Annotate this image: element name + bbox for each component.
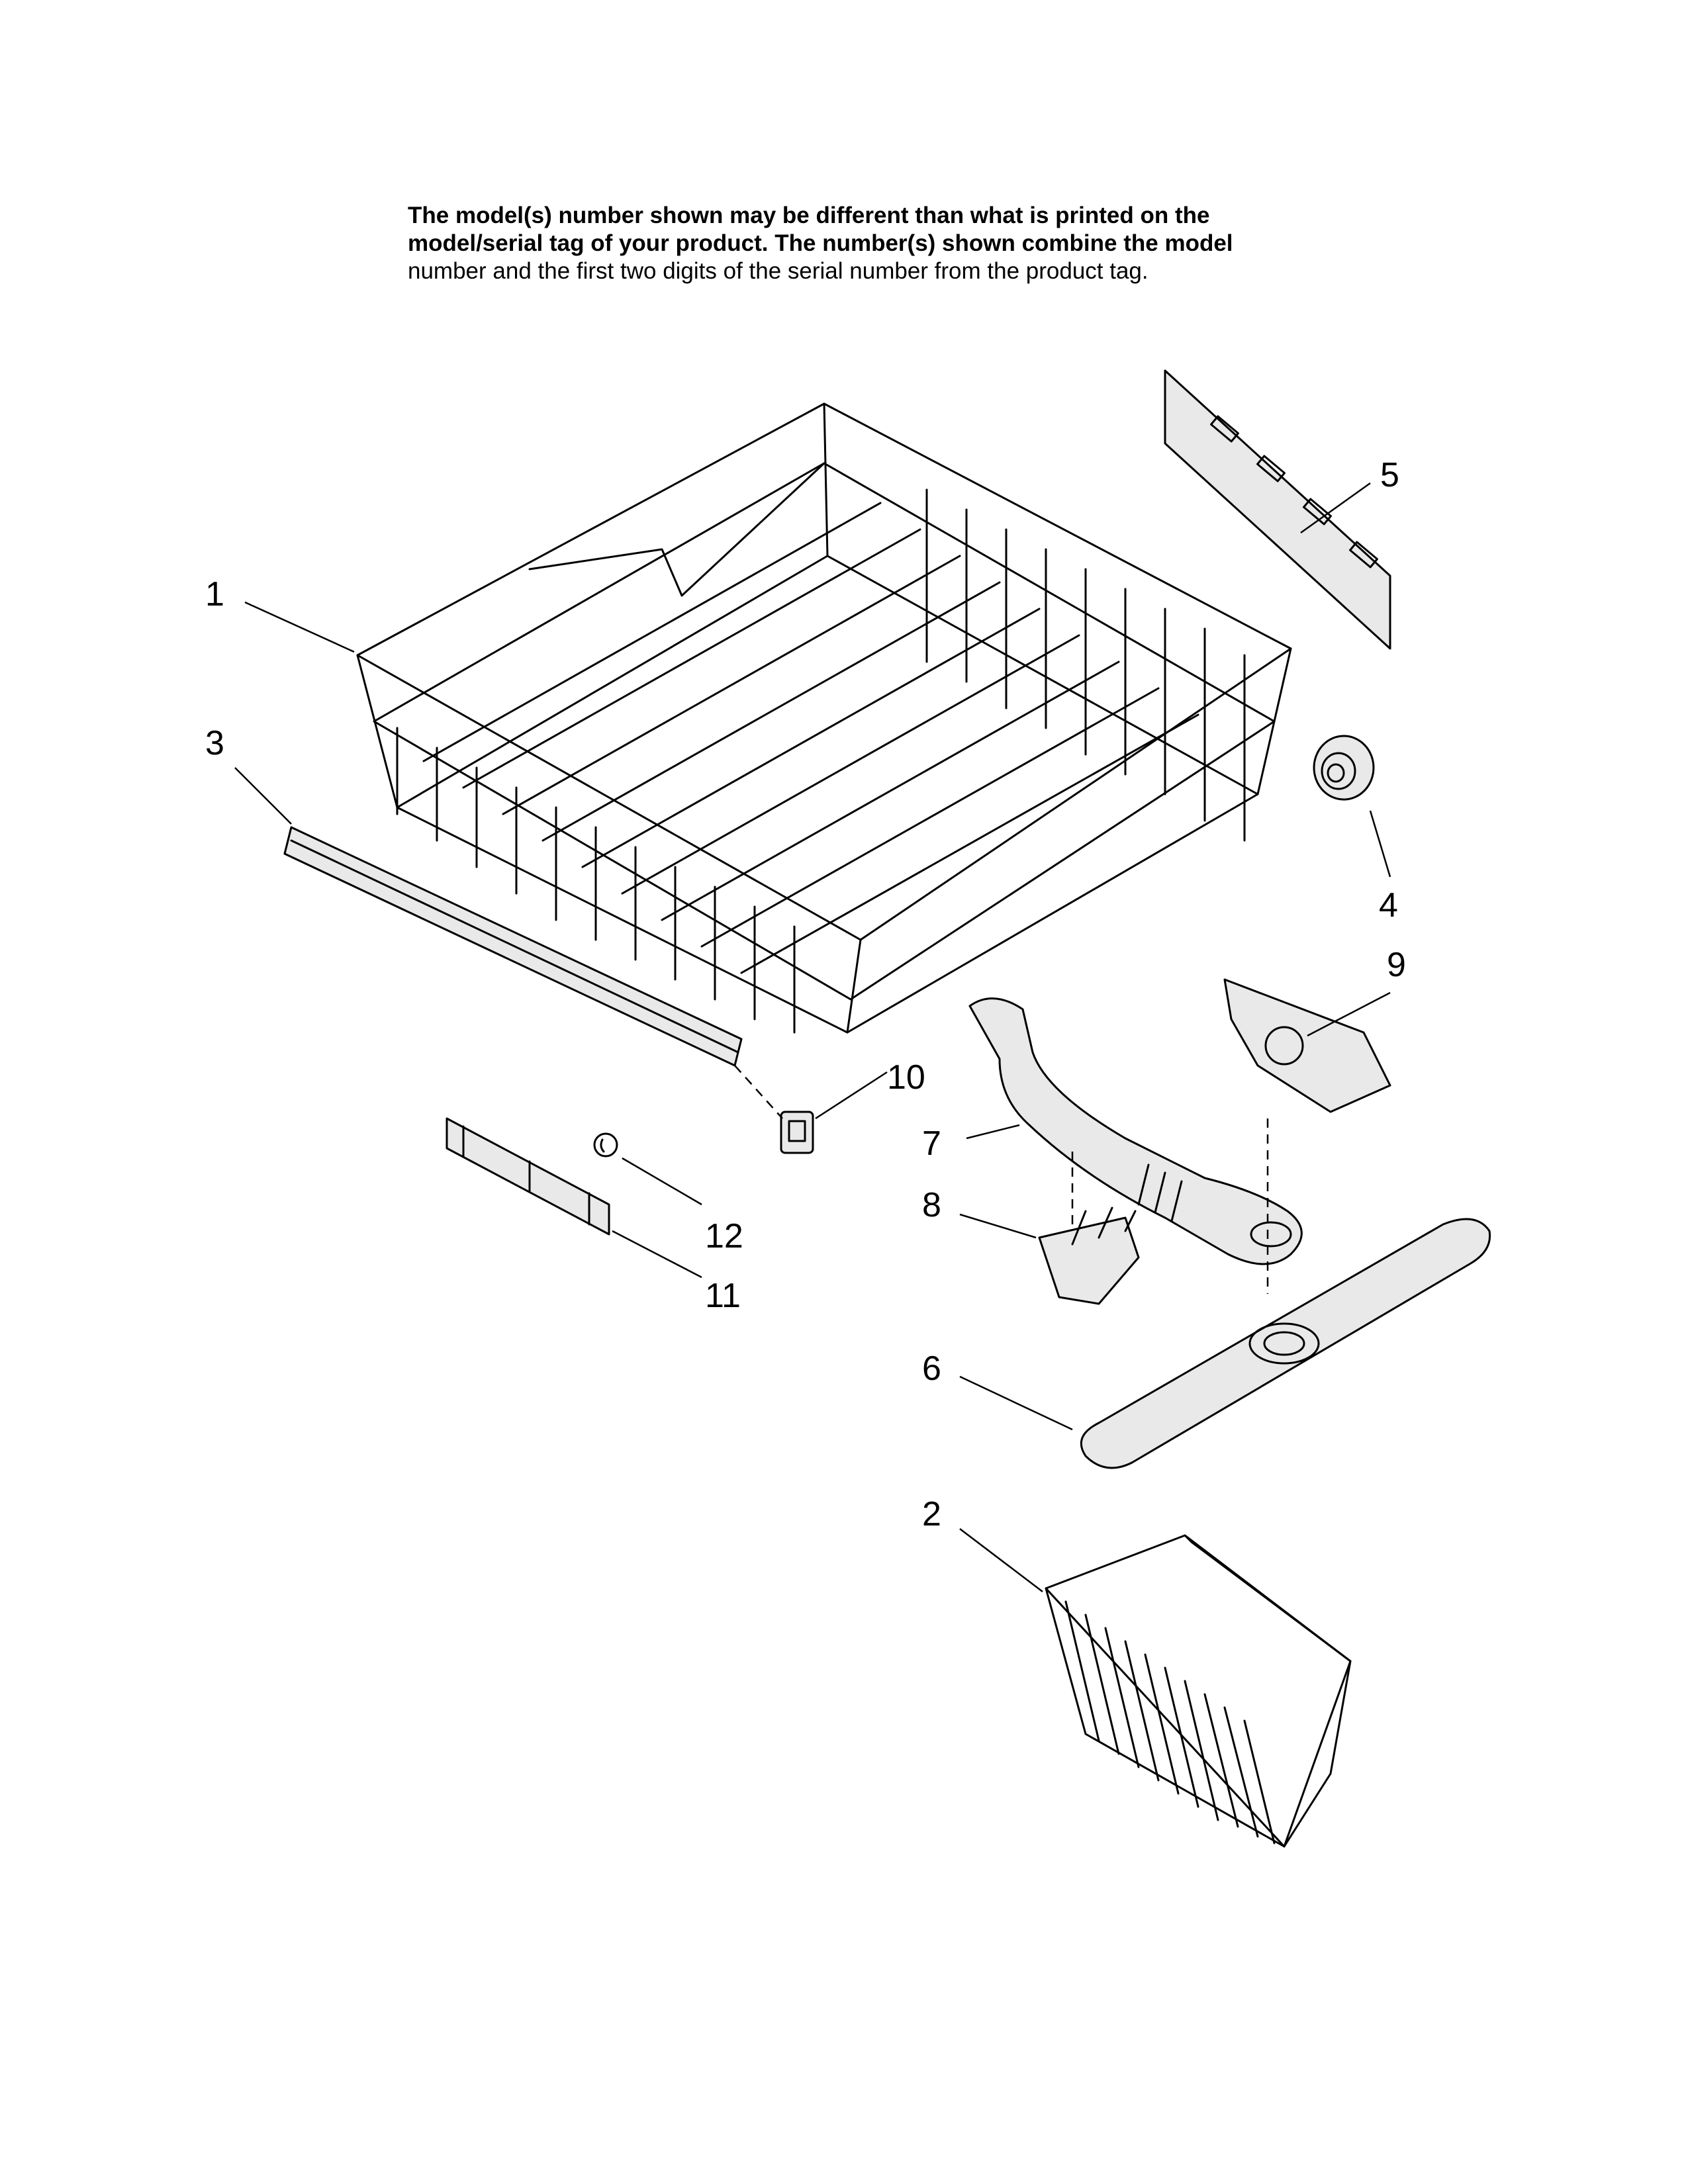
callout-5: 5 <box>1380 456 1399 494</box>
manifold-bracket-part <box>1223 978 1391 1294</box>
callout-10: 10 <box>887 1058 925 1097</box>
cap-part <box>593 1132 618 1158</box>
callout-7: 7 <box>922 1124 941 1163</box>
spray-arm-part <box>1080 1218 1491 1469</box>
rack-wheel-part <box>1313 735 1375 801</box>
callout-9: 9 <box>1387 946 1406 984</box>
callout-labels: 1 2 3 4 5 6 7 8 9 10 11 12 <box>205 456 1406 1533</box>
callout-2: 2 <box>922 1495 941 1533</box>
callout-3: 3 <box>205 724 224 762</box>
leader-12 <box>622 1157 702 1206</box>
leader-6 <box>959 1375 1073 1431</box>
leader-10 <box>815 1071 888 1120</box>
notice-line-1: The model(s) number shown may be differe… <box>408 203 1210 228</box>
tube-clip-part <box>1038 1206 1140 1305</box>
callout-4: 4 <box>1379 886 1398 925</box>
leader-3 <box>234 767 292 825</box>
leader-5 <box>1300 482 1371 534</box>
leader-1 <box>244 601 355 653</box>
bracket-part <box>445 1117 610 1236</box>
callout-12: 12 <box>705 1217 743 1255</box>
leader-7 <box>966 1124 1020 1140</box>
callout-1: 1 <box>205 575 224 614</box>
feed-tube-part <box>968 997 1303 1265</box>
leader-9 <box>1307 991 1391 1037</box>
track-stop-part <box>734 1065 814 1154</box>
rack-track-part <box>283 826 743 1067</box>
rack-clip-part <box>1164 369 1391 650</box>
callout-11: 11 <box>705 1277 741 1315</box>
leader-lines <box>234 482 1391 1592</box>
notice-line-2: model/serial tag of your product. The nu… <box>408 230 1233 256</box>
callout-6: 6 <box>922 1349 941 1388</box>
silverware-basket-part <box>1045 1534 1352 1848</box>
leader-4 <box>1369 810 1391 878</box>
leader-2 <box>959 1528 1043 1592</box>
model-number-notice: The model(s) number shown may be differe… <box>408 202 1387 285</box>
leader-11 <box>612 1230 702 1279</box>
upper-rack-part <box>356 402 1292 1034</box>
leader-8 <box>959 1213 1037 1239</box>
callout-8: 8 <box>922 1186 941 1224</box>
notice-line-3: number and the first two digits of the s… <box>408 258 1149 284</box>
